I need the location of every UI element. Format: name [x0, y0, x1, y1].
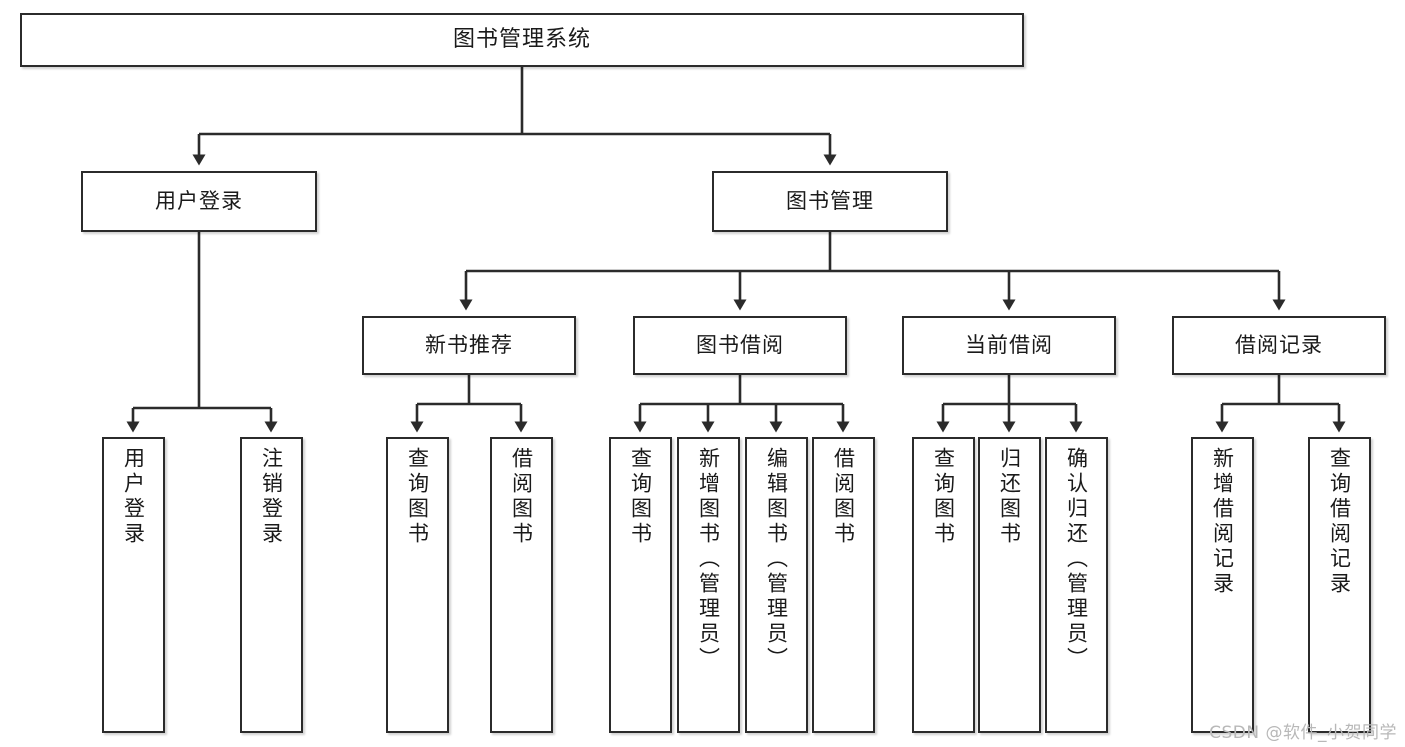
node-leaf-query-book-1-label: 查询图书: [405, 447, 430, 547]
node-leaf-query-book-3-label: 查询图书: [931, 447, 956, 547]
node-leaf-edit-book-label: 编辑图书（管理员）: [764, 447, 789, 672]
node-leaf-borrow-book-1-label: 借阅图书: [509, 447, 534, 547]
node-leaf-edit-book[interactable]: 编辑图书（管理员）: [745, 437, 808, 733]
node-root-label: 图书管理系统: [452, 27, 591, 53]
node-leaf-borrow-book-2-label: 借阅图书: [831, 447, 856, 547]
node-leaf-add-book-label: 新增图书（管理员）: [696, 447, 721, 672]
node-leaf-user-logout-label: 注销登录: [259, 447, 284, 547]
node-leaf-add-book[interactable]: 新增图书（管理员）: [677, 437, 740, 733]
node-borrow-record-label: 借阅记录: [1235, 333, 1323, 358]
node-user-login-label: 用户登录: [155, 189, 243, 214]
node-book-manage[interactable]: 图书管理: [712, 171, 948, 232]
node-leaf-query-record[interactable]: 查询借阅记录: [1308, 437, 1371, 733]
node-user-login[interactable]: 用户登录: [81, 171, 317, 232]
watermark-text: CSDN @软件_小贺同学: [1209, 723, 1397, 743]
node-leaf-user-login[interactable]: 用户登录: [102, 437, 165, 733]
node-current-borrow-label: 当前借阅: [965, 333, 1053, 358]
node-book-borrow[interactable]: 图书借阅: [633, 316, 847, 375]
node-leaf-confirm-return[interactable]: 确认归还（管理员）: [1045, 437, 1108, 733]
node-current-borrow[interactable]: 当前借阅: [902, 316, 1116, 375]
node-book-manage-label: 图书管理: [786, 189, 874, 214]
node-leaf-return-book-label: 归还图书: [997, 447, 1022, 547]
node-leaf-query-book-2-label: 查询图书: [628, 447, 653, 547]
node-leaf-return-book[interactable]: 归还图书: [978, 437, 1041, 733]
node-leaf-add-record-label: 新增借阅记录: [1210, 447, 1235, 597]
node-leaf-user-logout[interactable]: 注销登录: [240, 437, 303, 733]
node-leaf-borrow-book-1[interactable]: 借阅图书: [490, 437, 553, 733]
node-leaf-user-login-label: 用户登录: [121, 447, 146, 547]
node-leaf-confirm-return-label: 确认归还（管理员）: [1064, 447, 1089, 672]
node-leaf-borrow-book-2[interactable]: 借阅图书: [812, 437, 875, 733]
node-new-book-rec[interactable]: 新书推荐: [362, 316, 576, 375]
node-root[interactable]: 图书管理系统: [20, 13, 1024, 67]
node-book-borrow-label: 图书借阅: [696, 333, 784, 358]
node-leaf-query-book-1[interactable]: 查询图书: [386, 437, 449, 733]
node-leaf-add-record[interactable]: 新增借阅记录: [1191, 437, 1254, 733]
node-leaf-query-book-2[interactable]: 查询图书: [609, 437, 672, 733]
node-leaf-query-record-label: 查询借阅记录: [1327, 447, 1352, 597]
node-leaf-query-book-3[interactable]: 查询图书: [912, 437, 975, 733]
node-borrow-record[interactable]: 借阅记录: [1172, 316, 1386, 375]
node-new-book-rec-label: 新书推荐: [425, 333, 513, 358]
